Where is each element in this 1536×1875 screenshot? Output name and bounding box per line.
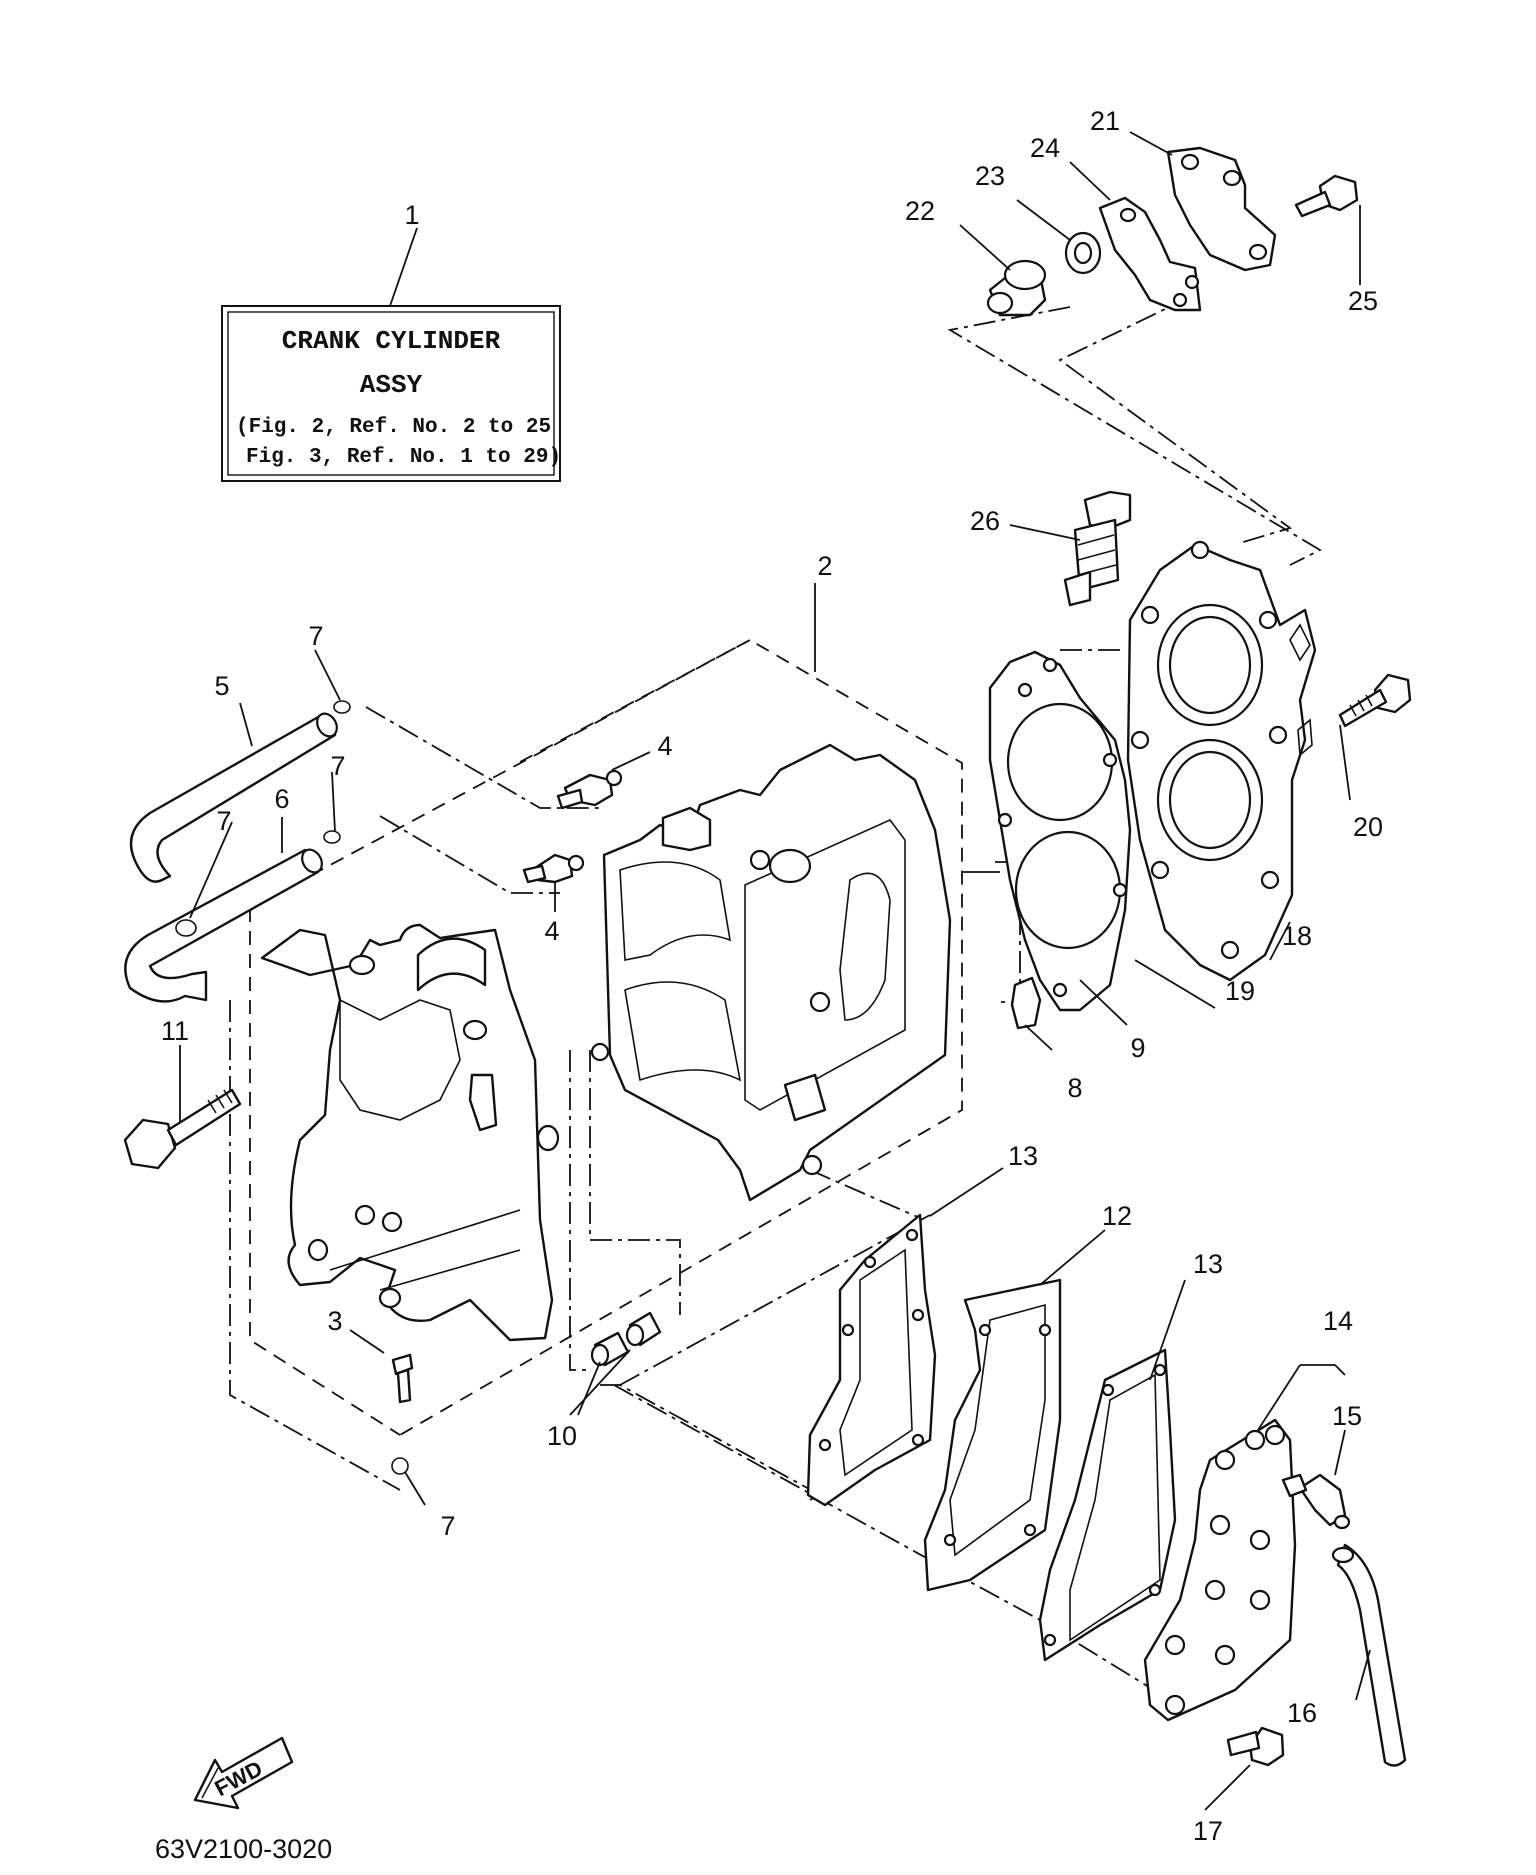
gasket-24 [1098,196,1202,312]
clip-7-d [391,1457,409,1475]
cylinder-block [590,743,952,1202]
clip-7-a [333,700,351,714]
callout-10: 10 [547,1421,577,1451]
callout-7c: 7 [216,806,231,836]
dowel-pin-10-a [590,1331,630,1367]
callout-7a: 7 [308,621,323,651]
title-box-line1: CRANK CYLINDER [282,326,501,356]
dowel-pin-10-b [625,1311,662,1347]
diagram-code: 63V2100-3020 [155,1834,332,1864]
fwd-arrow: FWD [193,1736,294,1810]
callout-13b: 13 [1193,1249,1223,1279]
callout-5: 5 [214,671,229,701]
callout-1: 1 [404,200,419,230]
callout-26: 26 [970,506,1000,536]
fitting-15 [1281,1473,1351,1530]
hose-5 [129,712,338,883]
callout-24: 24 [1030,133,1060,163]
bolt-17 [1226,1726,1285,1767]
callout-17: 17 [1193,1816,1223,1846]
callout-18: 18 [1282,921,1312,951]
callout-23: 23 [975,161,1005,191]
clip-7-c [175,919,197,937]
bolt-3 [391,1353,414,1404]
connection-lines [229,296,1322,1701]
hose-6 [124,848,323,1003]
callout-4b: 4 [544,916,559,946]
head-gasket-19 [988,650,1132,1012]
callout-25: 25 [1348,286,1378,316]
assembly-frame-outer [249,638,963,1436]
bolt-25 [1294,174,1359,218]
hose-16 [1331,1543,1407,1767]
exhaust-cover-14 [1143,1418,1297,1722]
cover-21 [1166,146,1277,272]
callout-21: 21 [1090,106,1120,136]
callout-7d: 7 [440,1511,455,1541]
callout-13a: 13 [1008,1141,1038,1171]
bolt-20 [1338,673,1412,728]
seal-23 [1064,231,1102,275]
title-box-line3: (Fig. 2, Ref. No. 2 to 25 [236,416,551,439]
callout-7b: 7 [330,751,345,781]
callout-3: 3 [327,1306,342,1336]
callout-22: 22 [905,196,935,226]
callout-20: 20 [1353,812,1383,842]
crankcase-left-half [260,923,560,1342]
title-box-line2: ASSY [360,370,423,400]
bolt-11 [123,1088,242,1170]
title-box: CRANK CYLINDER ASSY (Fig. 2, Ref. No. 2 … [221,200,561,482]
plate-12 [923,1278,1062,1592]
spark-plug-26 [1063,490,1132,607]
title-box-line4: Fig. 3, Ref. No. 1 to 29) [246,446,561,469]
callout-6: 6 [274,784,289,814]
fitting-4-lower [522,853,585,884]
callout-14: 14 [1323,1306,1353,1336]
thermostat-22 [986,259,1047,317]
callout-15: 15 [1332,1401,1362,1431]
clip-7-b [323,830,341,844]
leader-lines [179,131,1371,1811]
callout-12: 12 [1102,1201,1132,1231]
callout-4a: 4 [657,731,672,761]
gasket-13-b [1038,1348,1177,1662]
callout-16: 16 [1287,1698,1317,1728]
bracket-8 [1010,976,1042,1030]
callout-19: 19 [1225,976,1255,1006]
callouts: 2 3 4 4 5 6 7 7 7 7 8 9 10 11 12 13 13 1… [161,106,1383,1846]
callout-2: 2 [817,551,832,581]
callout-9: 9 [1130,1033,1145,1063]
cylinder-head-18 [1126,540,1317,982]
callout-11: 11 [161,1016,189,1046]
fitting-4-upper [556,769,623,810]
gasket-13-a [806,1213,937,1507]
callout-8: 8 [1067,1073,1082,1103]
